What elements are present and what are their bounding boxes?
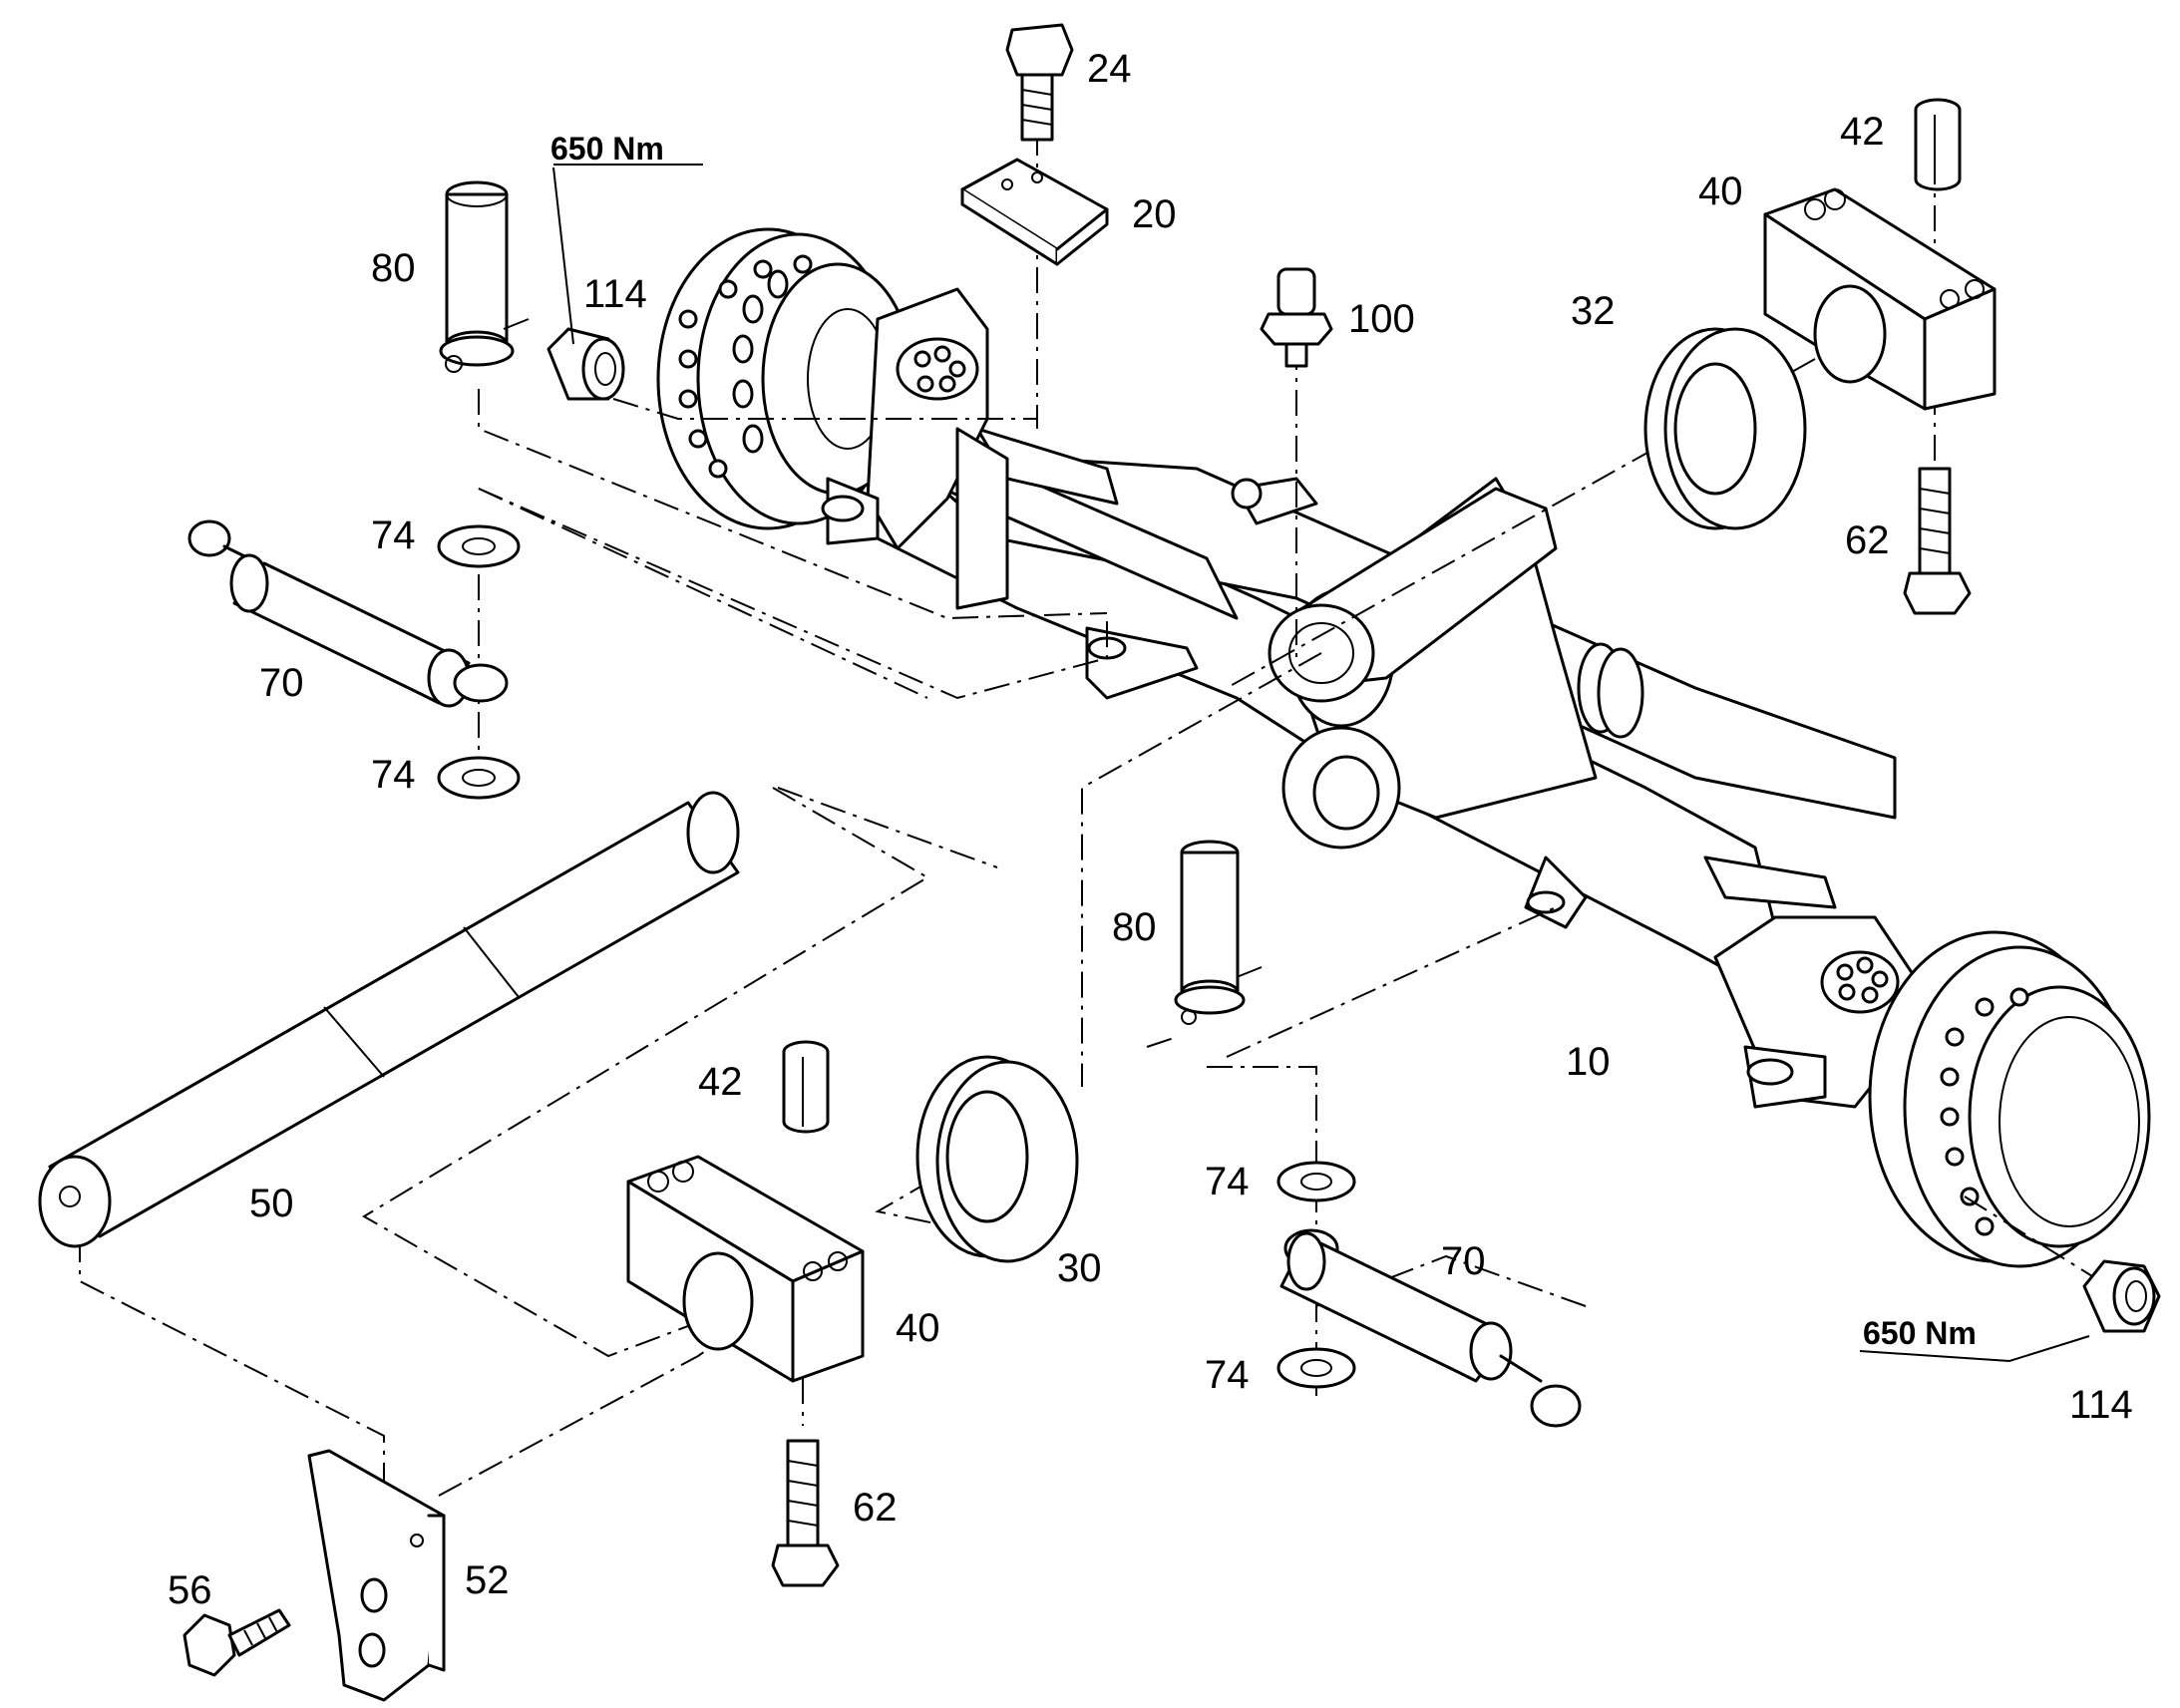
callout-10: 10 — [1566, 1040, 1611, 1084]
callout-24: 24 — [1087, 47, 1132, 91]
part-80-pin-top — [439, 180, 530, 373]
part-40-block-top — [1763, 187, 1997, 411]
callout-50: 50 — [249, 1182, 294, 1225]
callout-80-bottom: 80 — [1112, 905, 1157, 949]
part-74-washer-a — [437, 524, 521, 568]
part-42-sleeve-bottom — [782, 1040, 830, 1134]
callout-62-top: 62 — [1845, 518, 1890, 562]
part-24-bolt — [1005, 23, 1074, 142]
callout-42-top: 42 — [1840, 110, 1885, 154]
callout-70-bottom: 70 — [1441, 1239, 1486, 1283]
callout-40-top: 40 — [1698, 170, 1743, 213]
left-hub-studs — [678, 254, 813, 479]
callout-74-a: 74 — [371, 513, 416, 557]
torque-leader-top — [552, 167, 574, 345]
left-wheel-hub — [656, 227, 1009, 610]
callout-32: 32 — [1571, 289, 1616, 333]
part-50-shaft — [38, 791, 740, 1248]
part-74-washer-c — [1276, 1161, 1356, 1202]
part-52-bracket — [307, 1449, 446, 1702]
part-70-cylinder-top — [187, 519, 509, 708]
torque-label-bottom: 650 Nm — [1863, 1315, 1977, 1351]
callout-40-bottom: 40 — [896, 1306, 940, 1350]
callout-labels: 24 20 42 40 80 114 100 32 62 74 70 74 80… — [168, 47, 2133, 1612]
torque-label-top: 650 Nm — [550, 131, 664, 167]
part-40-block-bottom — [626, 1155, 865, 1383]
part-74-washer-b — [437, 756, 521, 800]
part-100-fitting — [1260, 267, 1333, 368]
part-42-sleeve-top — [1914, 98, 1962, 191]
callout-114-bottom: 114 — [2069, 1383, 2133, 1427]
part-20-plate — [960, 158, 1109, 266]
right-hub-studs — [1940, 987, 2029, 1236]
callout-42-bottom: 42 — [698, 1060, 743, 1104]
callout-56: 56 — [168, 1568, 212, 1612]
part-30-seal — [915, 1055, 1079, 1263]
part-114-nut-bottom — [2082, 1259, 2161, 1333]
left-hub-bolt-holes — [732, 269, 789, 454]
callout-30: 30 — [1057, 1246, 1102, 1290]
part-70-cylinder-bottom — [1279, 1228, 1582, 1428]
callout-20: 20 — [1132, 192, 1177, 236]
torque-underline-bottom — [1859, 1335, 2090, 1363]
part-32-seal — [1643, 327, 1807, 530]
callout-100: 100 — [1348, 297, 1415, 341]
callout-74-b: 74 — [371, 753, 416, 797]
part-62-bolt-bottom — [771, 1439, 840, 1587]
part-62-bolt-top — [1903, 467, 1972, 615]
right-wheel-hub — [1713, 915, 2151, 1268]
right-knuckle-bolts — [1836, 956, 1889, 1004]
part-80-pin-bottom — [1174, 840, 1263, 1025]
callout-74-d: 74 — [1205, 1353, 1250, 1397]
callout-80-top: 80 — [371, 246, 416, 290]
part-74-washer-d — [1276, 1347, 1356, 1389]
callout-62-bottom: 62 — [853, 1486, 898, 1530]
left-knuckle-bolts — [913, 345, 966, 393]
part-114-nut-top — [546, 327, 625, 401]
callout-52: 52 — [465, 1558, 510, 1602]
callout-70-top: 70 — [259, 661, 304, 705]
part-56-bolt — [182, 1608, 291, 1677]
callout-74-c: 74 — [1205, 1160, 1250, 1203]
callout-114-top: 114 — [583, 272, 647, 316]
